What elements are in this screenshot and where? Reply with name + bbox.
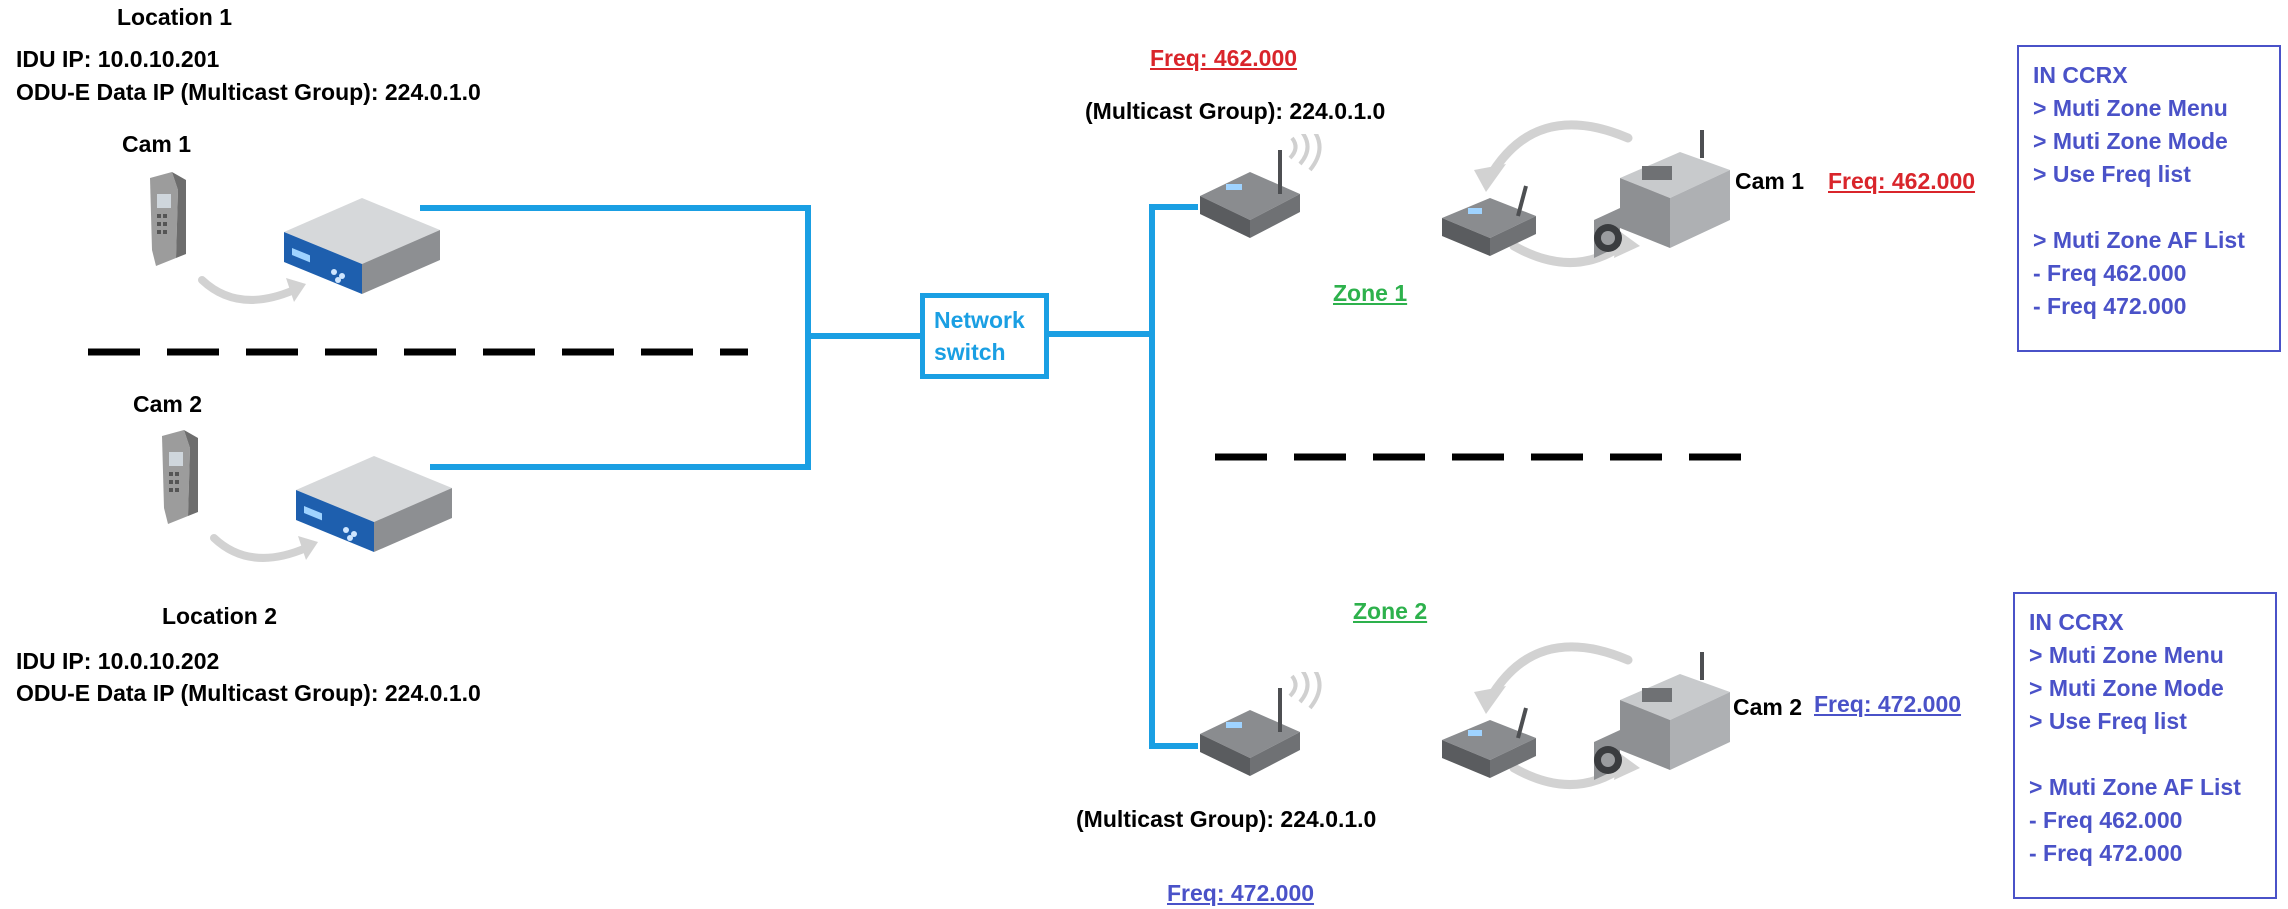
panel-spacer — [2033, 191, 2279, 224]
camera-set-zone2 — [1442, 642, 1730, 789]
panel-line: > Muti Zone Menu — [2029, 642, 2224, 668]
handheld-transmitter-icon — [162, 430, 198, 524]
zone1-label: Zone 1 — [1333, 280, 1408, 306]
location1-cam-label: Cam 1 — [122, 131, 192, 157]
handheld-transmitter-icon — [150, 172, 186, 266]
curved-arrow-icon — [198, 276, 306, 304]
panel-line: IN CCRX — [2029, 609, 2124, 635]
panel-line: > Muti Zone AF List — [2033, 227, 2245, 253]
zone2-multicast: (Multicast Group): 224.0.1.0 — [1076, 806, 1377, 832]
location2-title: Location 2 — [162, 603, 278, 629]
location1-odu-ip: ODU-E Data IP (Multicast Group): 224.0.1… — [16, 79, 481, 105]
panel-spacer — [2029, 738, 2275, 771]
wire-idu2-to-switch — [430, 336, 811, 470]
panel-line: - Freq 472.000 — [2033, 293, 2187, 319]
location2-cam-label: Cam 2 — [133, 391, 203, 417]
network-switch: Network switch — [920, 293, 1049, 379]
panel-line: > Muti Zone Mode — [2033, 128, 2228, 154]
panel-line: > Muti Zone Menu — [2033, 95, 2228, 121]
camera-set-zone1 — [1442, 120, 1730, 267]
ccrx-instructions-panel-bottom: IN CCRX > Muti Zone Menu > Muti Zone Mod… — [2013, 592, 2277, 899]
wireless-receiver-icon — [1442, 707, 1536, 778]
zone1-freq-top: Freq: 462.000 — [1150, 45, 1298, 71]
camera-icon — [1594, 130, 1730, 258]
wireless-receiver-icon — [1200, 672, 1322, 776]
zone2-label: Zone 2 — [1353, 598, 1428, 624]
network-switch-label-line2: switch — [934, 339, 1006, 365]
wireless-receiver-icon — [1200, 134, 1322, 238]
panel-line: > Use Freq list — [2029, 708, 2187, 734]
wire-zone1 — [1149, 204, 1198, 749]
wire-idu1-to-switch — [420, 205, 920, 339]
ccrx-instructions-panel-top: IN CCRX > Muti Zone Menu > Muti Zone Mod… — [2017, 45, 2281, 352]
location1-title: Location 1 — [117, 4, 233, 30]
panel-line: - Freq 462.000 — [2029, 807, 2183, 833]
location2-odu-ip: ODU-E Data IP (Multicast Group): 224.0.1… — [16, 680, 481, 706]
panel-line: - Freq 472.000 — [2029, 840, 2183, 866]
panel-line: > Muti Zone AF List — [2029, 774, 2241, 800]
idu-unit-icon — [284, 198, 440, 294]
panel-line: - Freq 462.000 — [2033, 260, 2187, 286]
idu-unit-icon — [296, 456, 452, 552]
panel-line: > Muti Zone Mode — [2029, 675, 2224, 701]
zone2-cam-freq: Freq: 472.000 — [1814, 691, 1962, 717]
wireless-receiver-icon — [1442, 185, 1536, 256]
curved-arrow-icon — [1483, 642, 1633, 707]
camera-icon — [1594, 652, 1730, 780]
zone1-cam-label: Cam 1 — [1735, 168, 1805, 194]
curved-arrow-icon — [1483, 120, 1633, 185]
network-switch-label-line1: Network — [934, 307, 1025, 333]
location2-idu-ip: IDU IP: 10.0.10.202 — [16, 648, 220, 674]
panel-line: > Use Freq list — [2033, 161, 2191, 187]
zone1-multicast: (Multicast Group): 224.0.1.0 — [1085, 98, 1386, 124]
location1-idu-ip: IDU IP: 10.0.10.201 — [16, 46, 220, 72]
zone1-cam-freq: Freq: 462.000 — [1828, 168, 1976, 194]
zone2-cam-label: Cam 2 — [1733, 694, 1803, 720]
curved-arrow-icon — [210, 534, 318, 562]
zone2-freq-bottom: Freq: 472.000 — [1167, 880, 1315, 906]
panel-line: IN CCRX — [2033, 62, 2128, 88]
